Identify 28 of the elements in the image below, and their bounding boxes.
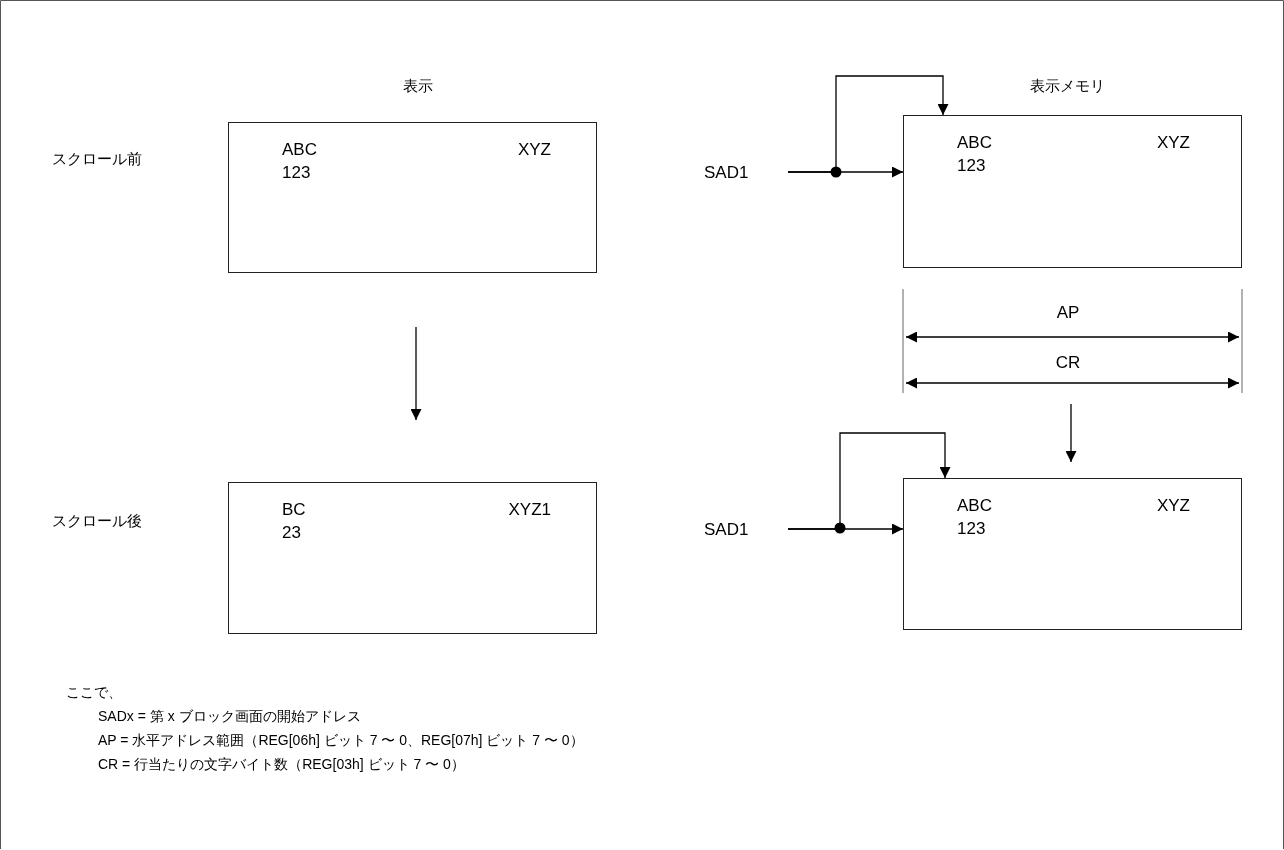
arrow [787, 432, 951, 530]
display-box [228, 482, 597, 634]
screen-text: BC 23 [282, 499, 307, 544]
row-label: スクロール前 [52, 149, 142, 169]
screen-text: ABC 123 [957, 132, 993, 177]
dimension-label: CR [1055, 353, 1081, 373]
memory-box [903, 115, 1242, 268]
note-text: AP = 水平アドレス範囲（REG[06h] ビット 7 〜 0、REG[07h] ビット 7 〜 0） [98, 731, 584, 750]
screen-text: XYZ1 [508, 499, 551, 521]
arrow [410, 326, 422, 421]
row-label: スクロール後 [52, 511, 142, 531]
column-heading: 表示 [403, 76, 433, 96]
signal-label: SAD1 [704, 519, 770, 541]
note-text: SADx = 第 x ブロック画面の開始アドレス [98, 707, 361, 726]
arrow [787, 75, 949, 173]
screen-text: XYZ [1156, 132, 1190, 154]
note-text: CR = 行当たりの文字バイト数（REG[03h] ビット 7 〜 0） [98, 755, 465, 774]
signal-label: SAD1 [704, 162, 770, 184]
screen-text: ABC 123 [957, 495, 993, 540]
screen-text: XYZ [1156, 495, 1190, 517]
screen-text: XYZ [517, 139, 551, 161]
note-text: ここで、 [66, 683, 122, 702]
column-heading: 表示メモリ [1029, 76, 1105, 96]
display-box [228, 122, 597, 273]
screen-text: ABC 123 [282, 139, 318, 184]
memory-box [903, 478, 1242, 630]
arrow [1065, 403, 1077, 463]
dimension-label: AP [1056, 303, 1080, 323]
